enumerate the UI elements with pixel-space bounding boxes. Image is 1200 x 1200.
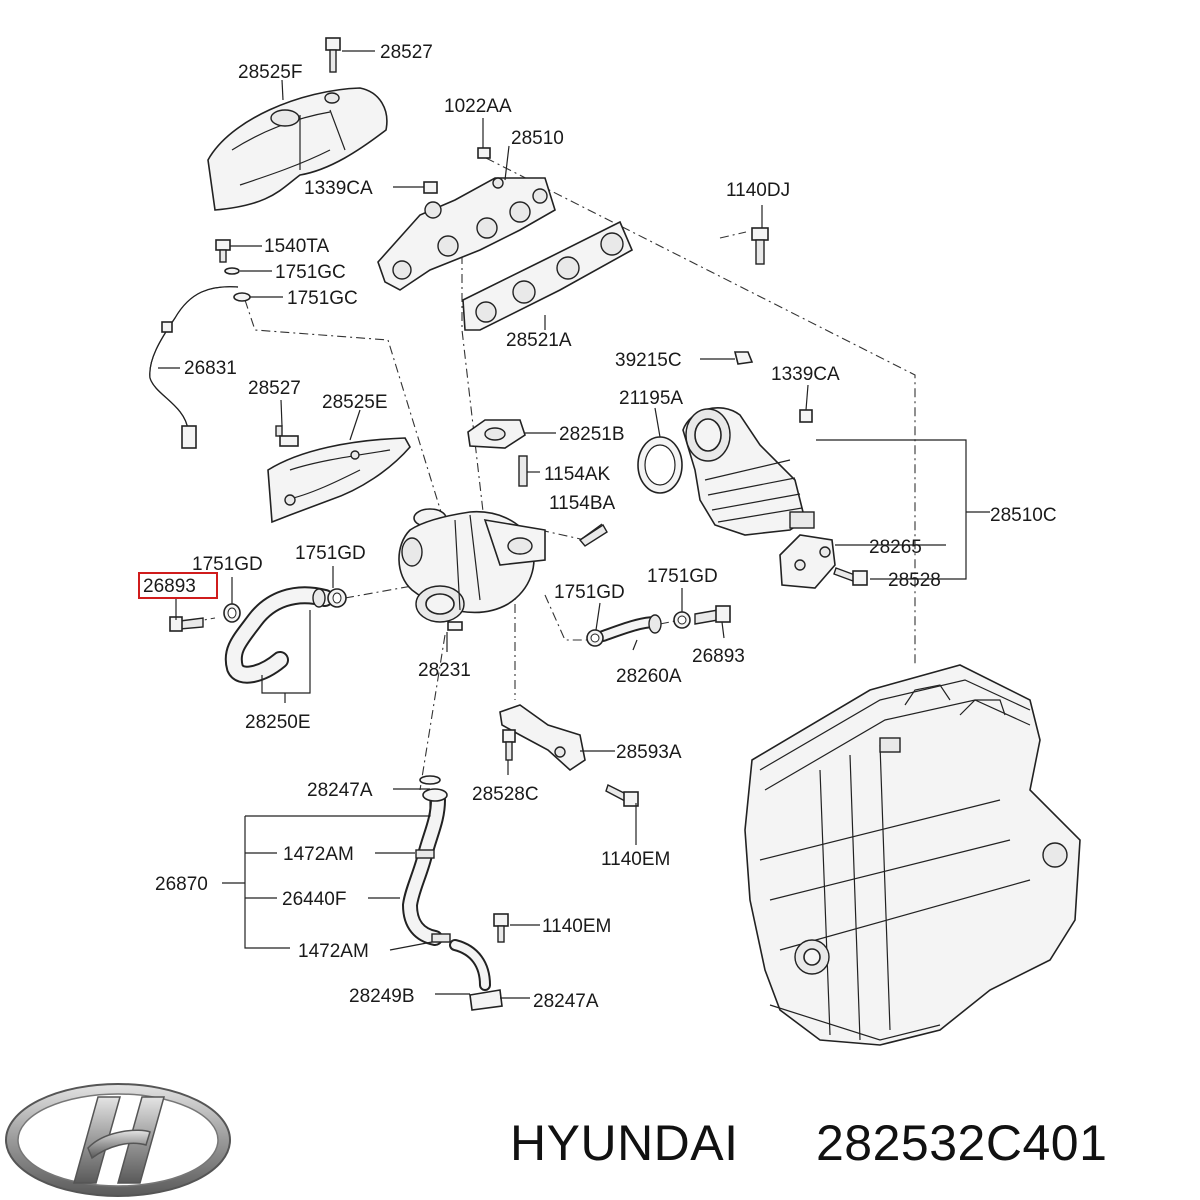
oil-feed-pipe <box>149 286 239 449</box>
bolt-26893-right <box>694 605 731 625</box>
bolt-26893-left <box>169 616 204 632</box>
engine-block <box>744 664 1081 1046</box>
label-28247A-top: 28247A <box>307 780 373 801</box>
label-28247A-bottom: 28247A <box>533 991 599 1012</box>
washer-1751GD-b <box>327 588 347 608</box>
bolt-1540TA <box>215 239 231 263</box>
hyundai-logo-icon <box>5 1083 231 1197</box>
label-21195A: 21195A <box>619 388 683 409</box>
label-28525F: 28525F <box>238 62 302 83</box>
stud-1154BA <box>578 524 608 547</box>
bolt-1140EM-a <box>605 784 639 807</box>
gasket-28251B <box>467 419 526 449</box>
label-28521A: 28521A <box>506 330 572 351</box>
label-28265: 28265 <box>869 537 922 558</box>
label-26831: 26831 <box>184 358 237 379</box>
label-1751GD-b: 1751GD <box>295 543 366 564</box>
part-labels: 28527 28525F 1022AA 28510 1339CA 1140DJ … <box>138 42 1057 1012</box>
catalytic-converter <box>682 406 815 536</box>
stud-1154AK <box>518 455 528 487</box>
label-26440F: 26440F <box>282 889 346 910</box>
label-1751GD-a: 1751GD <box>192 554 263 575</box>
label-1140EM-b: 1140EM <box>542 916 611 937</box>
turbocharger <box>398 508 546 631</box>
water-pipe-assembly <box>401 775 503 1011</box>
bolt-28528C <box>502 729 516 761</box>
brand-name: HYUNDAI <box>510 1115 739 1171</box>
label-28527-top: 28527 <box>380 42 433 63</box>
label-26893: 26893 <box>692 646 745 667</box>
label-1022AA: 1022AA <box>444 96 512 117</box>
washer-1751GD-c <box>586 629 604 647</box>
oil-pipe-28260A <box>597 614 662 642</box>
nut-1022AA <box>477 147 491 159</box>
bolt-1140DJ <box>751 227 769 265</box>
label-1472AM-b: 1472AM <box>298 941 369 962</box>
clip-39215C <box>733 351 754 365</box>
nut-1339CA-top <box>423 181 438 194</box>
label-1751GD-c: 1751GD <box>647 566 718 587</box>
label-28231: 28231 <box>418 660 471 681</box>
bracket-28265 <box>779 534 836 589</box>
label-1339CA-top: 1339CA <box>304 178 373 199</box>
label-28249B: 28249B <box>349 986 415 1007</box>
gasket-21195A <box>637 436 683 494</box>
heat-shield-upper <box>207 87 388 211</box>
highlight-box-26893 <box>138 572 218 599</box>
bolt-28527-top <box>325 37 341 73</box>
assembly-lines <box>191 157 916 791</box>
label-1751GC-b: 1751GC <box>287 288 358 309</box>
bolt-28527-mid <box>275 425 299 447</box>
label-1140DJ: 1140DJ <box>726 180 790 201</box>
leader-lines <box>158 50 990 999</box>
label-1751GC-a: 1751GC <box>275 262 346 283</box>
label-1339CA-right: 1339CA <box>771 364 840 385</box>
label-28250E: 28250E <box>245 712 311 733</box>
label-28528: 28528 <box>888 570 941 591</box>
label-39215C: 39215C <box>615 350 682 371</box>
heat-shield-turbo <box>267 437 411 524</box>
washer-1751GD-d <box>673 611 691 629</box>
label-28260A: 28260A <box>616 666 682 687</box>
label-28527-mid: 28527 <box>248 378 301 399</box>
label-28251B: 28251B <box>559 424 625 445</box>
label-28593A: 28593A <box>616 742 682 763</box>
label-28510: 28510 <box>511 128 564 149</box>
label-1540TA: 1540TA <box>264 236 329 257</box>
washer-1751GC-a <box>224 267 240 275</box>
manifold-gasket <box>462 220 634 331</box>
exhaust-manifold <box>377 177 556 291</box>
label-1154BA: 1154BA <box>549 493 616 514</box>
bolt-28528 <box>833 567 868 586</box>
washer-1751GC-b <box>233 292 251 302</box>
label-1154AK: 1154AK <box>544 464 611 485</box>
oil-return-hose <box>224 586 334 684</box>
label-26870: 26870 <box>155 874 208 895</box>
label-26893-highlighted: 26893 <box>143 576 196 597</box>
caption: HYUNDAI 282532C401 <box>510 1115 1107 1171</box>
label-1472AM-a: 1472AM <box>283 844 354 865</box>
label-28510C: 28510C <box>990 505 1057 526</box>
bolt-1140EM-b <box>493 913 509 943</box>
washer-1751GD-a <box>223 603 241 623</box>
label-28525E: 28525E <box>322 392 388 413</box>
label-1751GD-d: 1751GD <box>554 582 625 603</box>
part-number: 282532C401 <box>816 1115 1107 1171</box>
label-28528C: 28528C <box>472 784 539 805</box>
label-1140EM-a: 1140EM <box>601 849 670 870</box>
